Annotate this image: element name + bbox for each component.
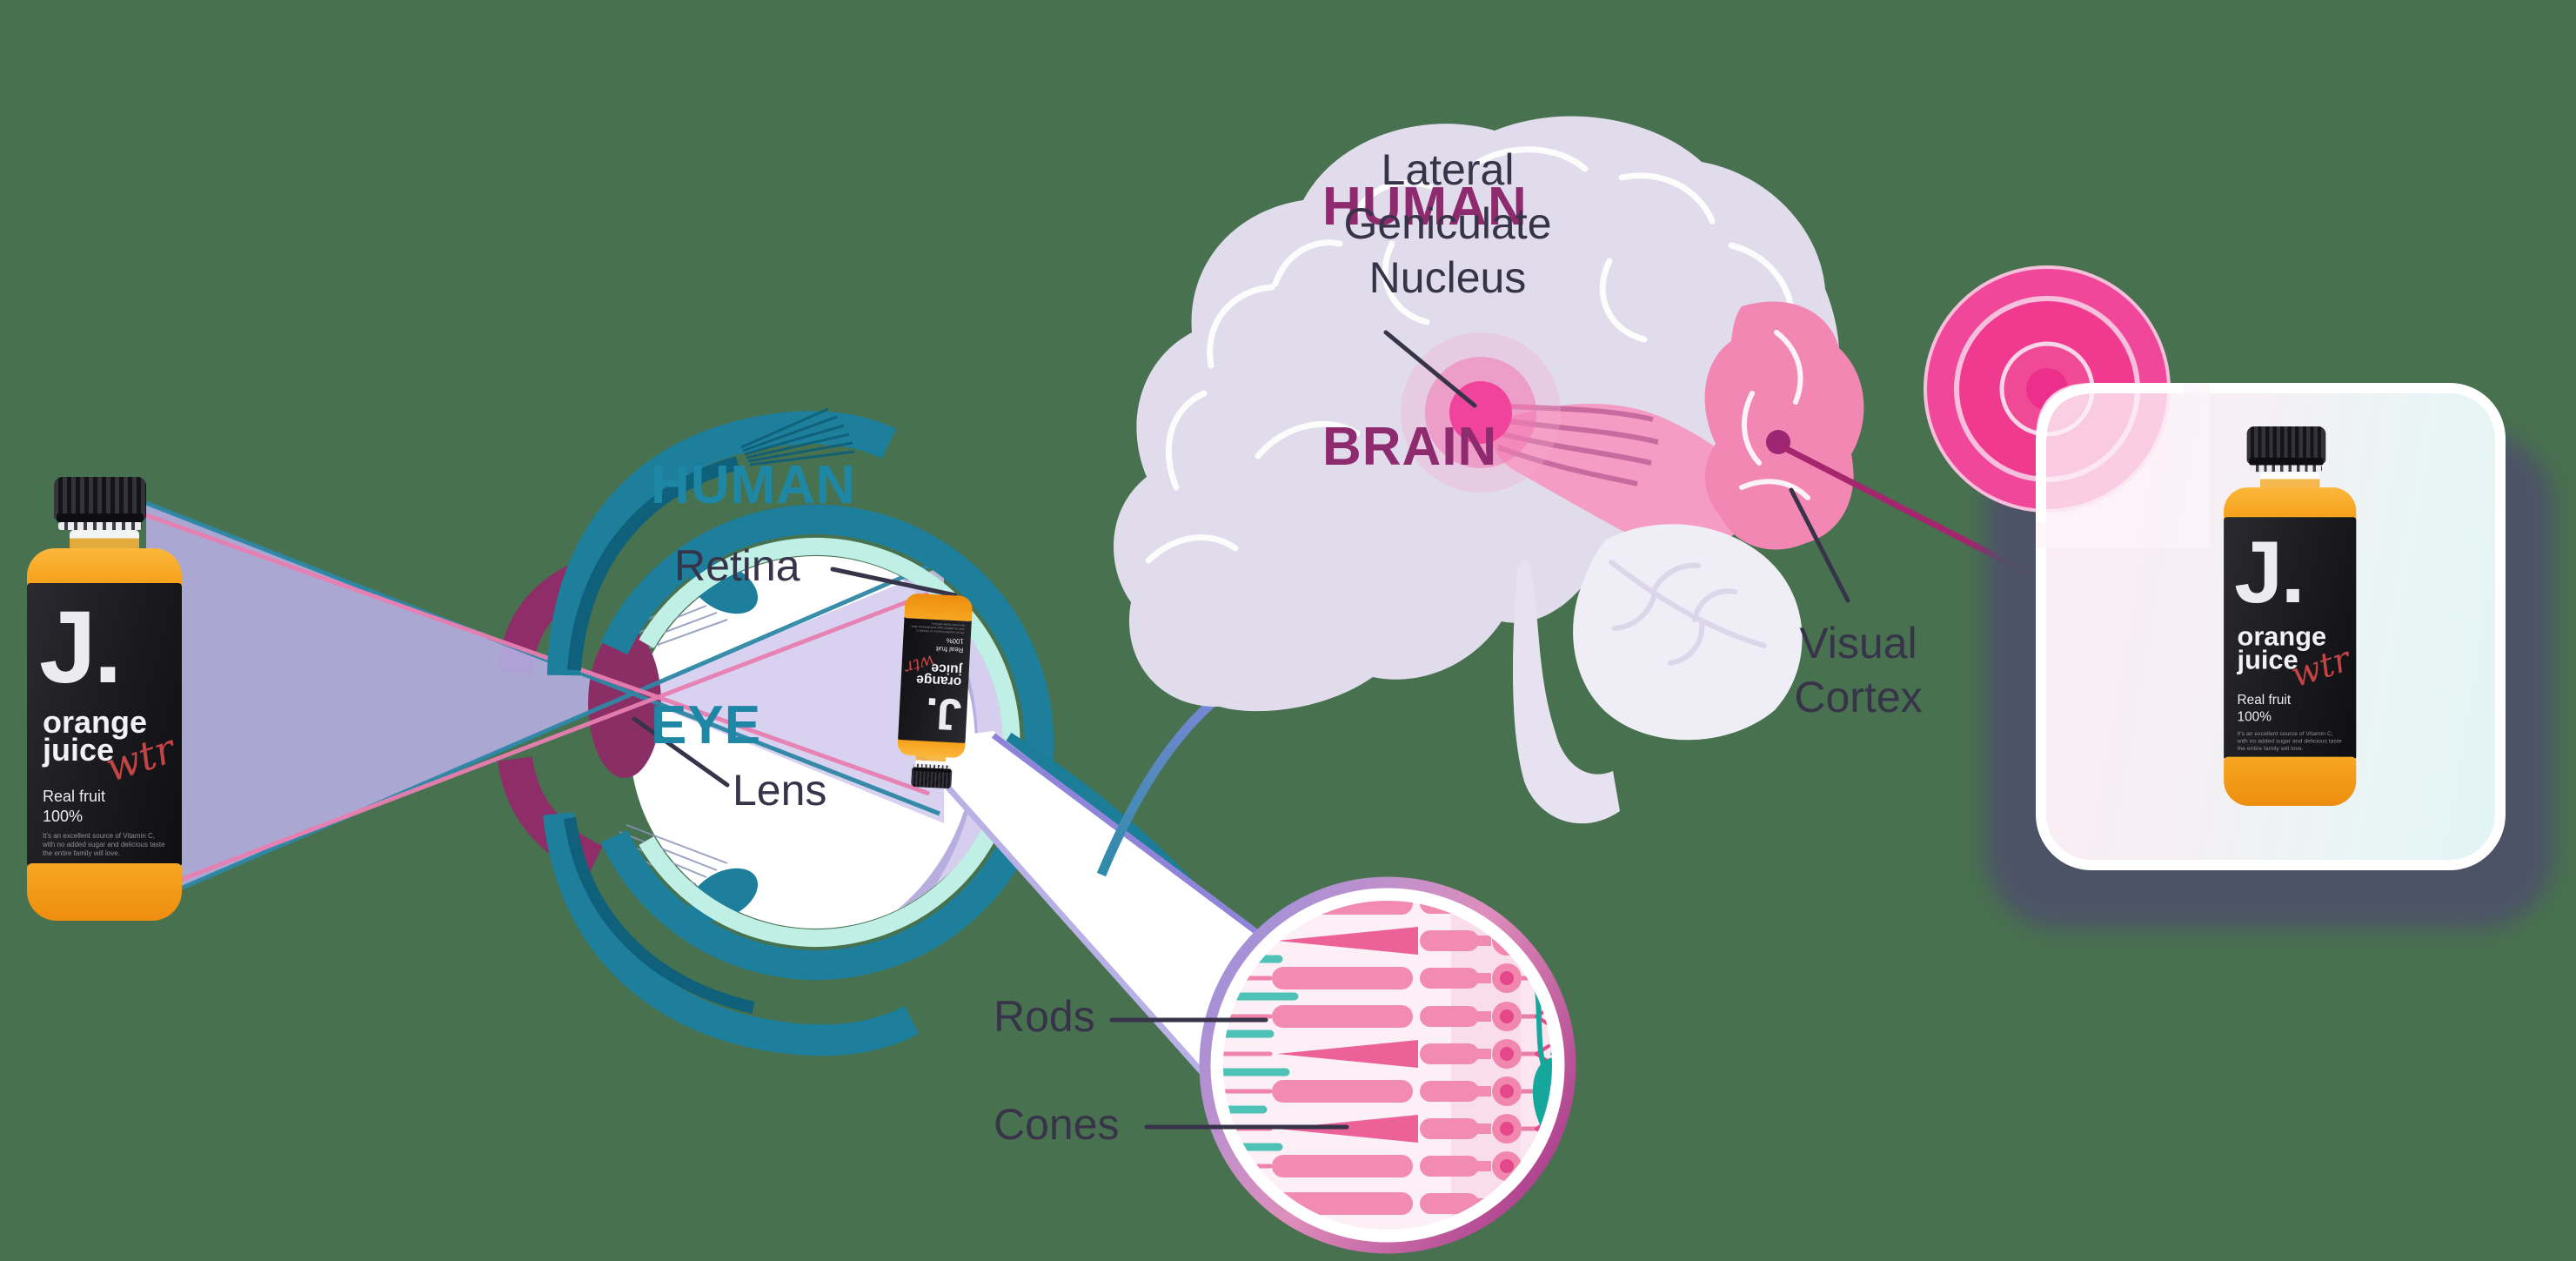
bottle-fact: Real fruit 100% <box>2238 691 2292 725</box>
human-eye-illustration <box>145 407 1054 1056</box>
heading-human-eye: HUMAN EYE <box>651 285 856 846</box>
panel-translucency <box>2036 383 2210 548</box>
lens-connector <box>632 716 730 788</box>
bottle-cap-lip <box>2249 457 2324 466</box>
bottle-fact-line2: 100% <box>43 808 84 825</box>
cerebellum-veins <box>1609 560 1767 666</box>
label-lgn-line3: Nucleus <box>1368 253 1527 302</box>
heading-human-eye-line2: EYE <box>651 695 762 755</box>
sclera-ring <box>600 505 1054 980</box>
light-rays <box>145 500 940 906</box>
juice-bottle-source: J. orange juice wtr Real fruit 100% It's… <box>22 477 187 936</box>
bottle-name-line2: juice <box>2237 644 2298 675</box>
bottle-cap-lip <box>57 513 144 522</box>
bottle-name-line1: orange <box>2237 620 2327 652</box>
label-rods: Rods <box>994 992 1095 1041</box>
bottle-fact: Real fruit 100% <box>936 635 964 654</box>
bottle-description: It's an excellent source of Vitamin C, w… <box>2237 729 2342 752</box>
lower-lid-swoosh <box>543 812 920 1056</box>
bottle-logo: J. <box>925 688 963 741</box>
bottle-seal-ring <box>2250 465 2322 473</box>
bottle-logo: J. <box>2234 523 2305 622</box>
label-lens: Lens <box>733 766 827 815</box>
bottle-label <box>2224 517 2357 761</box>
label-connectors <box>632 330 1850 1130</box>
bottle-logo: J. <box>39 590 122 705</box>
lens-shape <box>588 628 661 778</box>
light-beam-outer <box>146 503 632 903</box>
bottle-label <box>27 583 182 867</box>
bottle-fact: Real fruit 100% <box>43 787 105 827</box>
bottle-cap <box>54 477 146 520</box>
bottle-fact-line1: Real fruit <box>43 788 106 805</box>
light-beam-inner <box>628 566 944 823</box>
brainstem <box>1513 557 1620 824</box>
bottle-name-line1: orange <box>43 704 148 740</box>
juice-bottle-retinal-image: J. orange juice wtr Real fruit 100% It's… <box>893 587 976 789</box>
human-brain-illustration <box>1114 116 1864 824</box>
label-visual-cortex: Visual Cortex <box>1763 616 1954 724</box>
retina-connector <box>830 567 958 598</box>
visual-cortex-connector <box>1789 487 1850 603</box>
label-lgn-line2: Geniculate <box>1343 199 1552 248</box>
bottle-foot <box>904 593 974 622</box>
label-visual-cortex-line1: Visual <box>1799 619 1917 667</box>
occipital-sulci <box>1739 330 1810 500</box>
bottle-neck <box>70 530 139 551</box>
bottle-description: It's an excellent source of Vitamin C, w… <box>43 832 165 857</box>
heading-human-brain-line2: BRAIN <box>1322 417 1498 477</box>
bottle-seal-ring <box>58 522 142 530</box>
lash-fan <box>740 407 855 466</box>
bottle-name: orange juice <box>43 704 148 768</box>
label-visual-cortex-line2: Cortex <box>1794 673 1923 721</box>
photoreceptor-circle <box>1199 876 1576 1254</box>
heading-human-eye-line1: HUMAN <box>651 455 856 515</box>
lower-lid-edge <box>564 817 755 1014</box>
bottle-fact-line2: 100% <box>2237 708 2272 724</box>
photoreceptor-rows <box>1223 901 1552 1230</box>
lgn-connector <box>1383 330 1477 408</box>
brain-sulci <box>1145 146 1796 564</box>
bottle-foot <box>2224 756 2357 807</box>
bottle-fact-line1: Real fruit <box>935 645 964 654</box>
signal-circles <box>1924 265 2210 548</box>
label-cones: Cones <box>994 1100 1120 1149</box>
bottle-cap <box>2246 426 2326 464</box>
bottle-neck <box>2260 472 2320 490</box>
juice-bottle-perceived: J. orange juice wtr Real fruit 100% It's… <box>2219 426 2360 819</box>
bottle-fact-line1: Real fruit <box>2237 692 2292 708</box>
optic-radiation-ribbon <box>1488 403 1768 552</box>
label-retina: Retina <box>674 541 800 590</box>
heading-human-brain: HUMAN BRAIN <box>1322 7 1528 567</box>
bottle-foot <box>27 863 182 921</box>
bottle-name: orange juice <box>2237 620 2327 675</box>
upper-lid-edge <box>567 456 740 671</box>
bottle-name-line2: juice <box>43 732 115 768</box>
label-lgn-line1: Lateral <box>1381 145 1515 194</box>
label-lgn: Lateral Geniculate Nucleus <box>1300 143 1596 305</box>
panel-border-corner <box>2036 383 2184 522</box>
heading-human-brain-line1: HUMAN <box>1322 177 1528 237</box>
